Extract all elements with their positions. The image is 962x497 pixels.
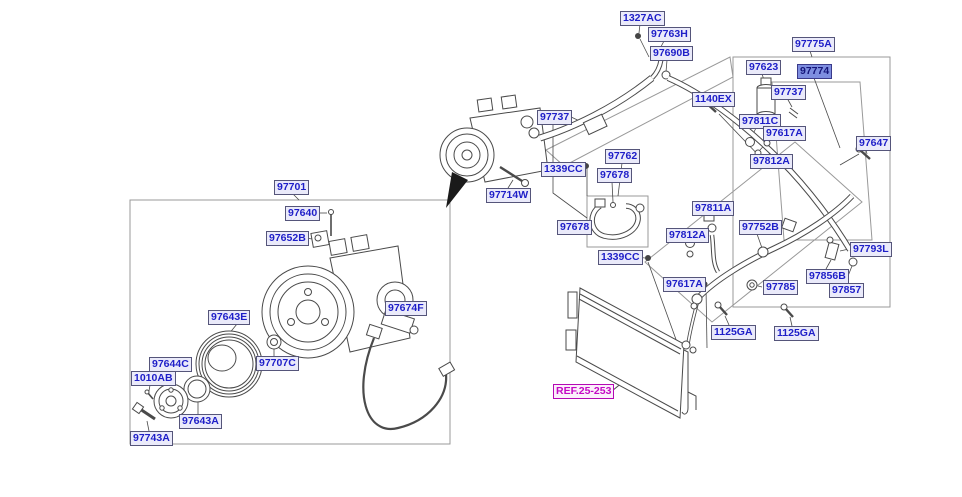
o-ring-97690B xyxy=(661,70,671,80)
part-label-97812A-mid[interactable]: 97812A xyxy=(666,228,709,243)
mid-hose-97678 xyxy=(583,163,651,261)
part-label-97643E[interactable]: 97643E xyxy=(208,310,251,325)
part-label-97737-right[interactable]: 97737 xyxy=(771,85,807,100)
sensor-cable xyxy=(362,337,448,431)
clamp-97752B xyxy=(757,246,769,258)
hose-pointer-band xyxy=(545,56,734,167)
part-label-97812A-top[interactable]: 97812A xyxy=(750,154,793,169)
part-label-97763H[interactable]: 97763H xyxy=(648,27,691,42)
part-label-97775A[interactable]: 97775A xyxy=(792,37,835,52)
part-label-97690B[interactable]: 97690B xyxy=(650,46,693,61)
part-label-97752B[interactable]: 97752B xyxy=(739,220,782,235)
lower-pipe-box xyxy=(644,141,863,323)
sensor-97856B xyxy=(824,241,840,261)
part-label-97811A[interactable]: 97811A xyxy=(692,201,735,216)
part-label-97707C[interactable]: 97707C xyxy=(256,356,299,371)
part-label-97617A-top[interactable]: 97617A xyxy=(763,126,806,141)
part-label-97714W[interactable]: 97714W xyxy=(486,188,532,203)
screw-1339CC-bottom xyxy=(645,255,651,261)
part-label-1125GA-left[interactable]: 1125GA xyxy=(711,325,756,340)
compressor-exploded xyxy=(131,209,456,431)
part-label-97644C[interactable]: 97644C xyxy=(149,357,192,372)
part-label-97617A-mid[interactable]: 97617A xyxy=(663,277,706,292)
right-group-box xyxy=(732,56,891,308)
part-label-97674F[interactable]: 97674F xyxy=(385,301,427,316)
bolt-97743A xyxy=(139,407,156,421)
part-label-97678-bottom[interactable]: 97678 xyxy=(557,220,593,235)
part-label-97856B[interactable]: 97856B xyxy=(806,269,849,284)
part-label-97811C[interactable]: 97811C xyxy=(739,114,782,129)
part-label-97652B[interactable]: 97652B xyxy=(266,231,309,246)
compressor-top-view xyxy=(439,94,549,208)
part-label-97785[interactable]: 97785 xyxy=(763,280,799,295)
screw-1327AC xyxy=(635,33,641,39)
discharge-hose xyxy=(538,33,671,142)
bolt-97647 xyxy=(859,149,871,160)
part-label-97762[interactable]: 97762 xyxy=(605,149,641,164)
lower-pipe-assembly xyxy=(685,193,858,345)
part-label-97643A[interactable]: 97643A xyxy=(179,414,222,429)
belt-wedge xyxy=(446,172,468,208)
part-label-97701[interactable]: 97701 xyxy=(274,180,310,195)
part-label-1010AB[interactable]: 1010AB xyxy=(131,371,176,386)
part-label-97774-highlighted[interactable]: 97774 xyxy=(797,64,833,79)
nut-97857 xyxy=(848,257,858,267)
part-label-1125GA-right[interactable]: 1125GA xyxy=(774,326,819,341)
part-label-97647[interactable]: 97647 xyxy=(856,136,892,151)
condenser xyxy=(565,287,697,419)
part-label-97640[interactable]: 97640 xyxy=(285,206,321,221)
group-boxes xyxy=(129,56,891,445)
part-label-97857[interactable]: 97857 xyxy=(829,283,865,298)
part-label-1339CC-top[interactable]: 1339CC xyxy=(541,162,586,177)
part-label-97678-top[interactable]: 97678 xyxy=(597,168,633,183)
ref-link-25-253[interactable]: REF.25-253 xyxy=(553,384,615,399)
part-label-97737-left[interactable]: 97737 xyxy=(537,110,573,125)
ring-97811C xyxy=(745,137,755,147)
ring-97811A xyxy=(707,223,717,233)
part-label-97743A[interactable]: 97743A xyxy=(130,431,173,446)
screw-1010AB xyxy=(147,392,154,400)
left-group-box xyxy=(129,199,451,445)
part-label-1140EX[interactable]: 1140EX xyxy=(692,92,735,107)
part-label-97623[interactable]: 97623 xyxy=(746,60,782,75)
part-label-1339CC-bottom[interactable]: 1339CC xyxy=(598,250,643,265)
part-label-97793L[interactable]: 97793L xyxy=(850,242,892,257)
inner-pipe-box xyxy=(771,81,873,241)
part-label-1327AC[interactable]: 1327AC xyxy=(620,11,665,26)
